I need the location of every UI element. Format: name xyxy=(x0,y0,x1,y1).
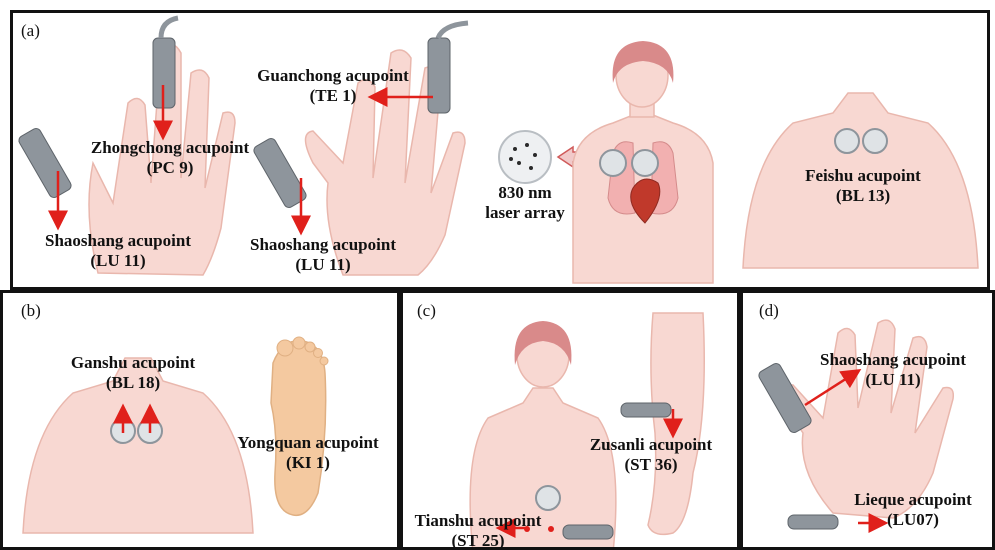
zusanli-label: Zusanli acupoint(ST 36) xyxy=(571,435,731,475)
feishu-label: Feishu acupoint(BL 13) xyxy=(788,166,938,206)
shaoshang-label: Shaoshang acupoint(LU 11) xyxy=(798,350,988,390)
ganshu-label: Ganshu acupoint(BL 18) xyxy=(43,353,223,393)
guanchong-label: Guanchong acupoint(TE 1) xyxy=(238,66,428,106)
tianshu-label: Tianshu acupoint(ST 25) xyxy=(403,511,553,550)
zhongchong-label: Zhongchong acupoint(PC 9) xyxy=(70,138,270,178)
laser-array-icon xyxy=(499,131,551,183)
lieque-label: Lieque acupoint(LU07) xyxy=(838,490,988,530)
yongquan-label: Yongquan acupoint(KI 1) xyxy=(218,433,398,473)
panel-a: (a) xyxy=(10,10,990,290)
panel-b: (b) Ganshu acupoint(BL 18) Yongquan acup… xyxy=(0,290,400,550)
shaoshang-mid-label: Shaoshang acupoint(LU 11) xyxy=(223,235,423,275)
panel-c: (c) Zusanli acupoint(ST 36) Tianshu acup… xyxy=(400,290,740,550)
shaoshang-left-label: Shaoshang acupoint(LU 11) xyxy=(18,231,218,271)
panel-d: (d) Shaoshang acupoint(LU 11) Lieque acu… xyxy=(740,290,995,550)
leg-figure xyxy=(648,313,704,534)
foot-icon xyxy=(271,341,326,516)
panel-b-illustration xyxy=(3,293,400,550)
